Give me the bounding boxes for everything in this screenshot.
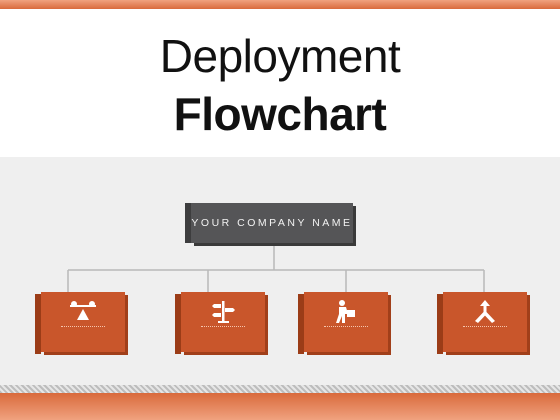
person-carrying-box-icon [336,300,355,323]
split-arrows-icon [475,300,495,323]
card-placeholder-line [61,326,105,327]
company-name-box: YOUR COMPANY NAME [185,203,353,243]
bottom-accent-bar [0,393,560,420]
card-placeholder-line [463,326,507,327]
flow-card-2 [175,292,265,354]
title-area: Deployment Flowchart [0,9,560,157]
title-line-1: Deployment [159,30,401,82]
balance-scale-icon [70,301,96,320]
flow-card-4 [437,292,527,354]
flow-card-1 [35,292,125,354]
card-placeholder-line [201,326,245,327]
signpost-icon [212,301,235,323]
card-placeholder-line [324,326,368,327]
top-accent-bar [0,0,560,9]
flow-card-3 [298,292,388,354]
bottom-hatched-stripe [0,385,560,393]
title-line-2: Flowchart [173,88,387,140]
